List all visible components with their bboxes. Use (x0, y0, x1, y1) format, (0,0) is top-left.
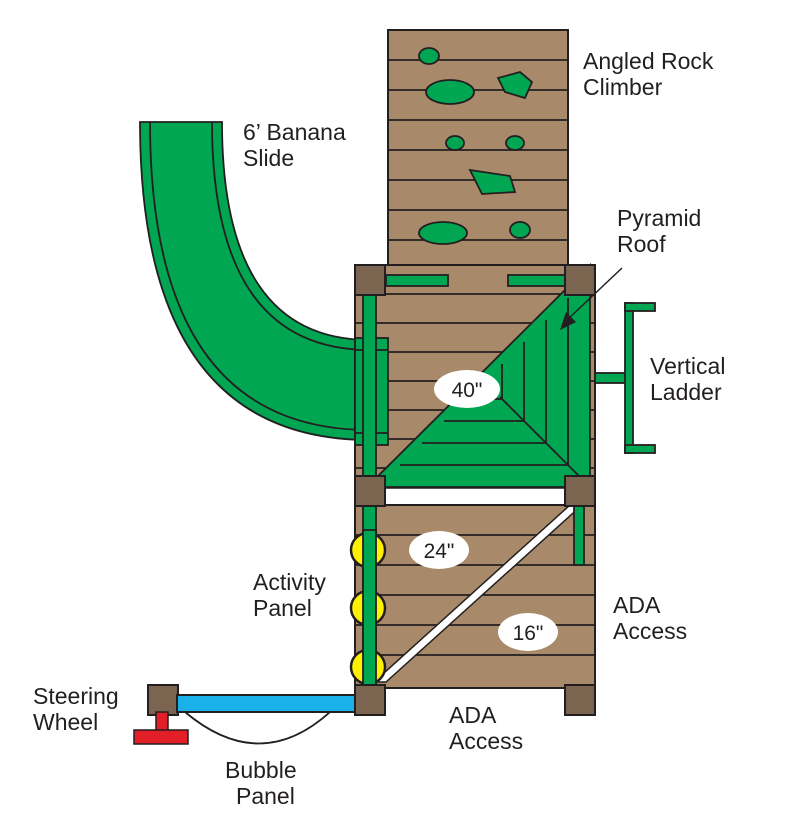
svg-text:Panel: Panel (236, 783, 295, 809)
svg-text:ADA: ADA (613, 592, 661, 618)
svg-text:Climber: Climber (583, 74, 663, 100)
steering-wheel (133, 711, 189, 745)
lower-deck (354, 504, 596, 689)
svg-text:24": 24" (424, 540, 455, 563)
svg-text:Wheel: Wheel (33, 709, 98, 735)
dimension-16: 16" (498, 613, 558, 651)
label-pyramid-roof: Pyramid Roof (617, 205, 701, 257)
bubble-panel-bar (176, 694, 356, 713)
svg-text:Angled Rock: Angled Rock (583, 48, 714, 74)
svg-text:ADA: ADA (449, 702, 497, 728)
label-banana-slide: 6’ Banana Slide (243, 119, 346, 171)
label-steering-wheel: Steering Wheel (33, 683, 119, 735)
vertical-ladder (594, 302, 656, 454)
svg-text:Pyramid: Pyramid (617, 205, 701, 231)
svg-text:16": 16" (513, 622, 544, 645)
rail (362, 292, 377, 478)
svg-text:Access: Access (449, 728, 523, 754)
roof-pointer-arrow (560, 267, 623, 330)
svg-text:Bubble: Bubble (225, 757, 297, 783)
svg-text:Vertical: Vertical (650, 353, 725, 379)
activity-panel (349, 529, 387, 689)
label-activity-panel: Activity Panel (253, 569, 326, 621)
svg-text:6’ Banana: 6’ Banana (243, 119, 346, 145)
svg-text:Access: Access (613, 618, 687, 644)
label-vertical-ladder: Vertical Ladder (650, 353, 725, 405)
label-rock-climber: Angled Rock Climber (583, 48, 714, 100)
svg-text:Slide: Slide (243, 145, 294, 171)
dimension-24: 24" (409, 531, 469, 569)
label-ada-access-bottom: ADA Access (449, 702, 523, 754)
dimension-40: 40" (434, 370, 500, 408)
bubble-panel-arc (184, 711, 331, 745)
svg-text:Ladder: Ladder (650, 379, 722, 405)
svg-text:Activity: Activity (253, 569, 326, 595)
climbing-holds (418, 47, 534, 245)
svg-text:Panel: Panel (253, 595, 312, 621)
label-bubble-panel: Bubble Panel (225, 757, 297, 809)
svg-text:Roof: Roof (617, 231, 666, 257)
svg-text:40": 40" (452, 379, 483, 402)
label-ada-access-right: ADA Access (613, 592, 687, 644)
svg-text:Steering: Steering (33, 683, 119, 709)
rock-climber (387, 29, 569, 271)
